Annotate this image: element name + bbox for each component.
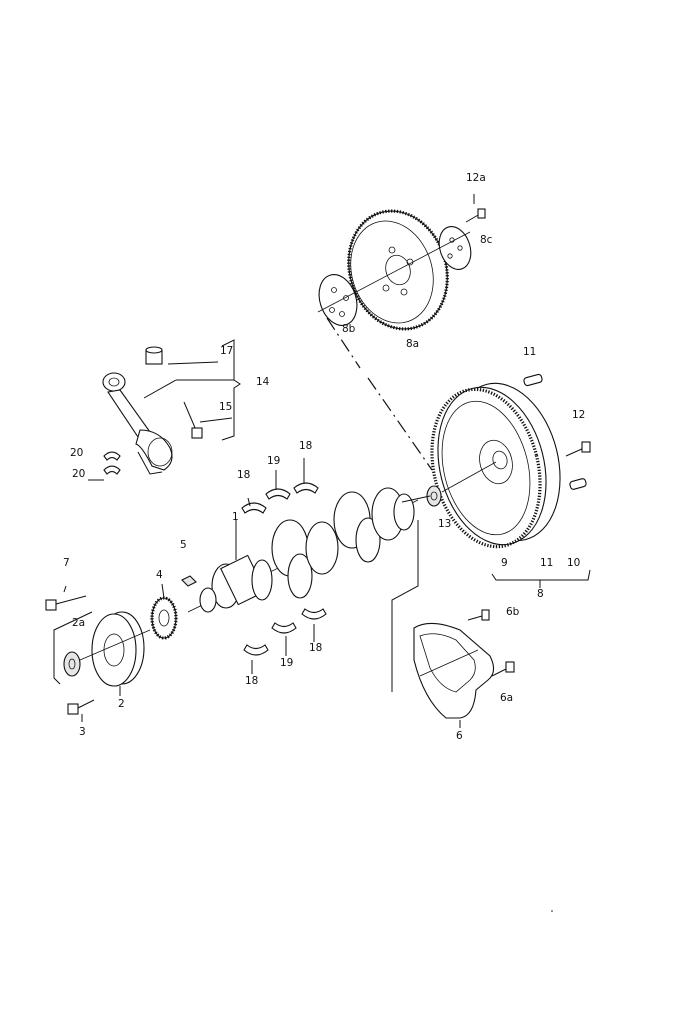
bushing-17 <box>145 346 163 365</box>
bolt-6b <box>467 609 490 621</box>
thrust-washer-19b <box>271 622 297 634</box>
key-5 <box>181 575 197 587</box>
cover-plate-6 <box>413 622 495 719</box>
washer-2a <box>63 651 81 677</box>
pin-10 <box>569 478 587 490</box>
label-3: 3 <box>79 726 86 738</box>
label-11-top: 11 <box>523 346 536 358</box>
label-12a: 12a <box>466 172 486 184</box>
label-13: 13 <box>438 518 451 530</box>
label-14: 14 <box>256 376 270 388</box>
bolt-6a <box>491 661 515 677</box>
label-18-d: 18 <box>309 642 322 654</box>
label-10: 10 <box>567 557 580 569</box>
bearing-shell-20b <box>103 465 121 475</box>
plate-8c <box>438 226 472 270</box>
connecting-rod-14 <box>102 372 173 475</box>
label-15: 15 <box>219 401 232 413</box>
bolt-7 <box>45 595 87 611</box>
bearing-shell-18d <box>301 608 327 620</box>
bolt-12 <box>565 441 591 457</box>
bearing-shell-18b <box>293 482 319 494</box>
label-6b: 6b <box>506 606 520 618</box>
bearing-shell-20a <box>103 451 121 461</box>
label-5: 5 <box>180 539 187 551</box>
label-7: 7 <box>63 557 70 569</box>
label-6: 6 <box>456 730 463 742</box>
label-18-a: 18 <box>237 469 250 481</box>
flywheel-8 <box>430 382 561 549</box>
sprocket-4 <box>150 596 178 640</box>
label-8a: 8a <box>406 338 419 350</box>
label-20-b: 20 <box>72 468 85 480</box>
label-4: 4 <box>156 569 163 581</box>
bolt-12a <box>465 194 486 223</box>
pulley-2 <box>91 611 145 687</box>
bolt-3 <box>67 699 95 715</box>
part-labels: 1 2 2a 3 4 5 6 6a 6b 7 8 8a 8b 8c 9 10 1… <box>63 172 585 742</box>
label-2a: 2a <box>72 617 85 629</box>
label-20-a: 20 <box>70 447 83 459</box>
label-17: 17 <box>220 345 233 357</box>
crankshaft-1 <box>187 487 419 613</box>
label-9: 9 <box>501 557 508 569</box>
spacer-13 <box>426 485 442 507</box>
label-8b: 8b <box>342 323 356 335</box>
label-2: 2 <box>118 698 125 710</box>
bolt-15 <box>183 401 203 439</box>
label-19-b: 19 <box>280 657 293 669</box>
label-8c: 8c <box>480 234 493 246</box>
label-1: 1 <box>232 511 239 523</box>
speck-dot <box>551 910 553 912</box>
label-18-b: 18 <box>299 440 312 452</box>
label-11-bottom: 11 <box>540 557 553 569</box>
plate-8b <box>318 274 358 326</box>
label-19-a: 19 <box>267 455 280 467</box>
bearing-shell-18c <box>243 644 269 656</box>
label-6a: 6a <box>500 692 513 704</box>
label-18-c: 18 <box>245 675 258 687</box>
thrust-washer-19a <box>265 488 291 500</box>
label-12: 12 <box>572 409 585 421</box>
pin-11 <box>523 373 543 387</box>
label-8: 8 <box>537 588 544 600</box>
bearing-shell-18a <box>241 502 267 514</box>
